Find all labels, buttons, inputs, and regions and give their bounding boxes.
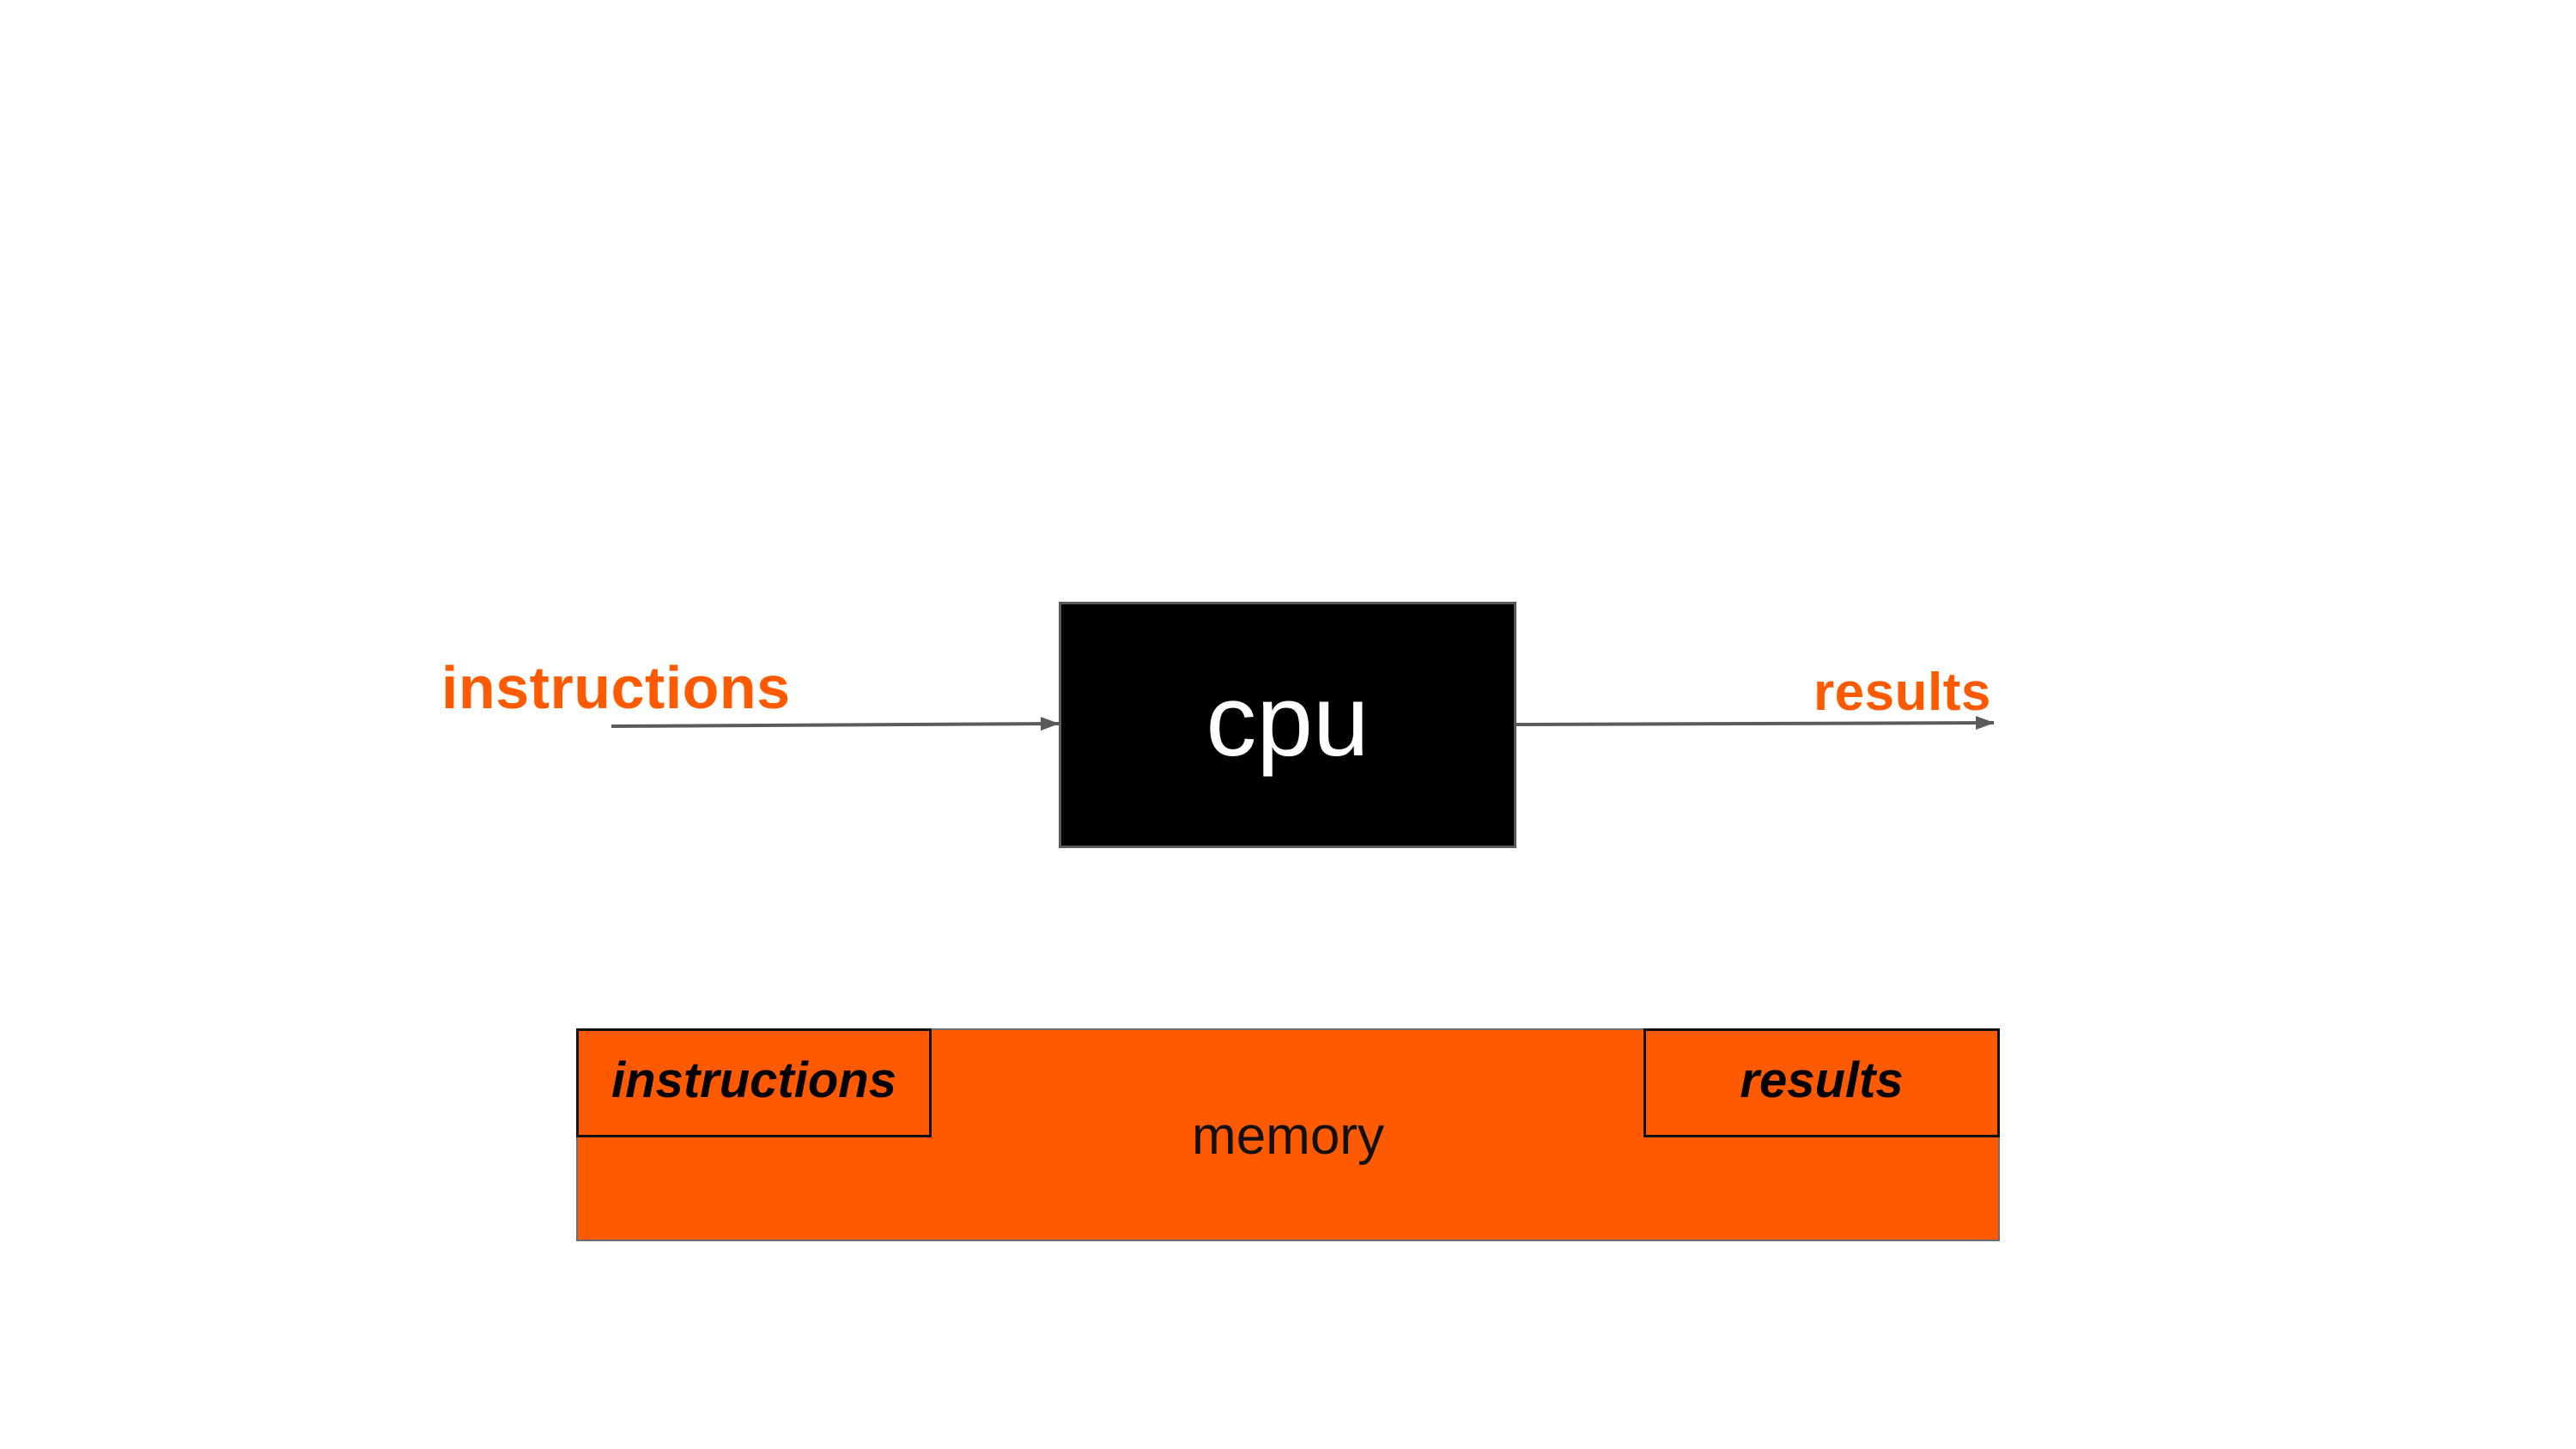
memory-results-region: results <box>1643 1028 2000 1137</box>
memory-results-label: results <box>1740 1052 1904 1108</box>
memory-instructions-region: instructions <box>576 1028 932 1137</box>
output-arrow <box>1516 716 1995 731</box>
cpu-box: cpu <box>1059 602 1516 848</box>
input-instructions-label: instructions <box>441 654 791 721</box>
memory-label: memory <box>1192 1106 1384 1166</box>
cpu-label: cpu <box>1206 664 1370 778</box>
output-results-label: results <box>1814 663 1991 722</box>
input-arrow <box>611 717 1060 731</box>
memory-instructions-label: instructions <box>611 1052 896 1108</box>
memory-box: instructions results memory <box>576 1028 2000 1241</box>
